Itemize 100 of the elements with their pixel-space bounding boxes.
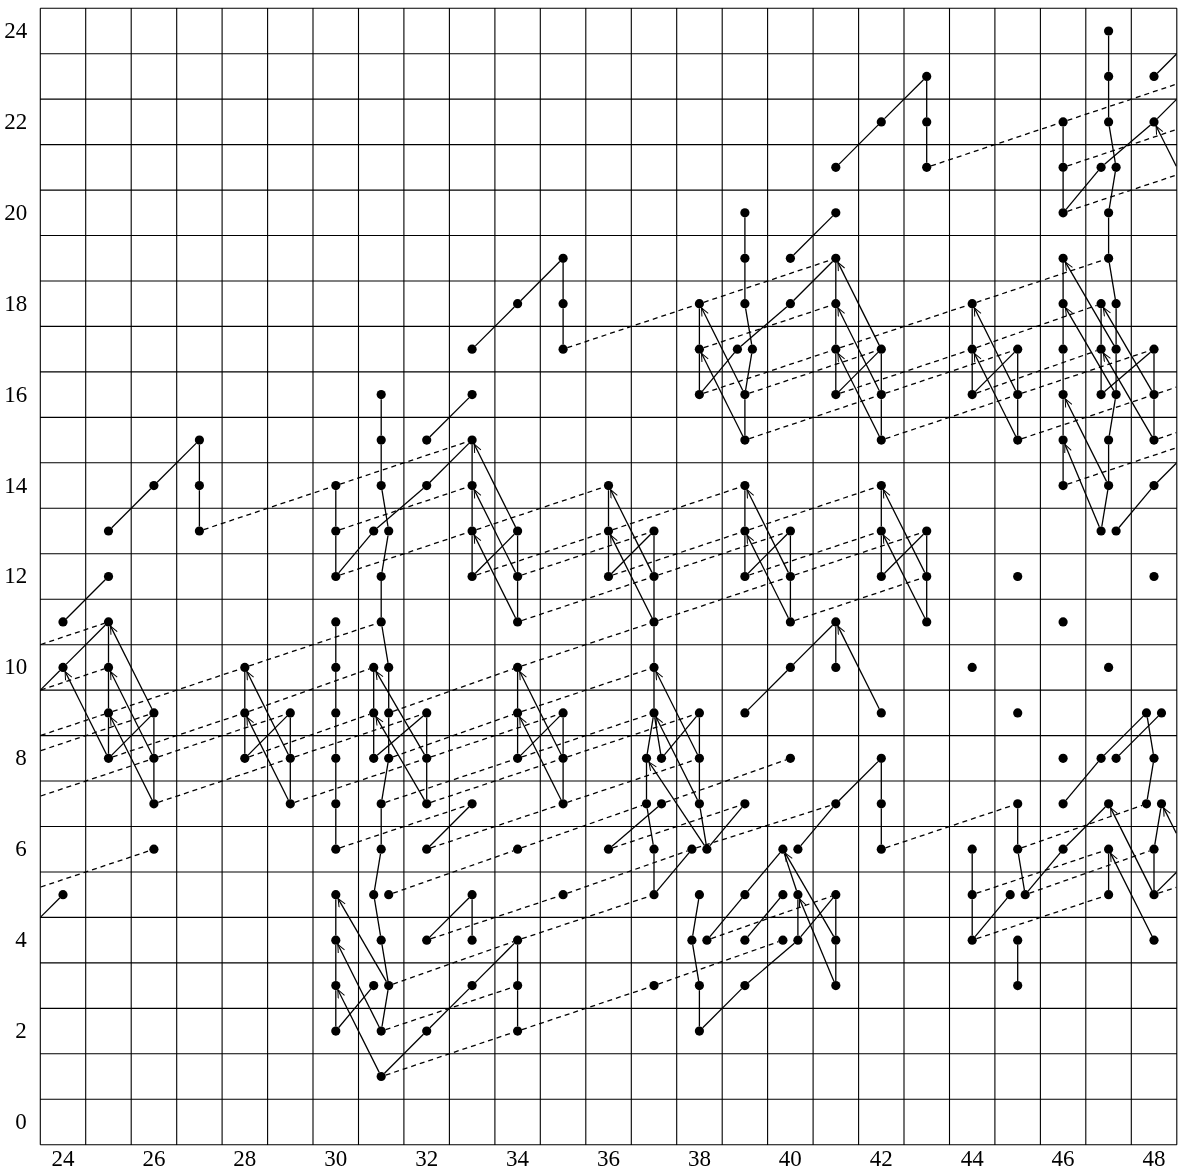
line xyxy=(380,580,382,618)
arrow xyxy=(1102,307,1153,392)
axis-tick-label: 20 xyxy=(4,199,28,226)
dot xyxy=(831,162,841,172)
arrow xyxy=(337,898,388,983)
arrow xyxy=(746,534,789,619)
dot xyxy=(649,526,659,536)
line xyxy=(971,353,973,391)
dot xyxy=(785,526,795,536)
dot xyxy=(1058,253,1068,263)
arrow xyxy=(1064,261,1115,346)
dot xyxy=(240,708,250,718)
dot xyxy=(702,935,712,945)
line xyxy=(744,534,746,573)
arrow xyxy=(655,670,699,755)
line xyxy=(1062,444,1064,482)
line xyxy=(381,944,389,982)
dot xyxy=(649,981,659,991)
dot xyxy=(513,299,523,309)
arrow xyxy=(837,307,880,392)
line xyxy=(335,807,337,846)
dot xyxy=(558,253,568,263)
dot xyxy=(558,753,568,763)
line xyxy=(516,671,519,709)
dashed-line xyxy=(566,850,689,894)
line xyxy=(744,353,753,391)
line xyxy=(1062,125,1064,164)
line xyxy=(1027,852,1061,892)
dot xyxy=(694,390,704,400)
line xyxy=(838,760,879,802)
arrow xyxy=(375,716,426,801)
dot xyxy=(740,435,750,445)
dot xyxy=(967,662,977,672)
line xyxy=(1103,351,1152,393)
dot xyxy=(1104,71,1114,81)
line xyxy=(656,852,690,892)
dot xyxy=(831,390,841,400)
line xyxy=(516,580,519,618)
line xyxy=(383,1033,425,1074)
dot xyxy=(694,753,704,763)
dot xyxy=(422,435,432,445)
dot xyxy=(1104,799,1114,809)
arrow xyxy=(973,307,1017,392)
dot xyxy=(694,299,704,309)
line xyxy=(1062,307,1064,346)
dot xyxy=(603,844,614,854)
line xyxy=(1103,715,1144,756)
dashed-line xyxy=(392,850,514,894)
dot xyxy=(467,435,477,445)
dot xyxy=(740,890,750,900)
axis-tick-label: 36 xyxy=(597,1145,620,1172)
dot xyxy=(740,799,750,809)
dot xyxy=(740,253,750,263)
line xyxy=(701,352,736,392)
dot xyxy=(1013,571,1023,582)
dot xyxy=(467,571,477,582)
dot xyxy=(513,526,523,536)
dot xyxy=(967,344,977,354)
dot xyxy=(687,935,697,945)
line xyxy=(1156,98,1177,120)
line xyxy=(338,533,372,574)
line xyxy=(1100,307,1102,346)
arrow xyxy=(609,489,653,574)
dot xyxy=(149,481,159,491)
dashed-line xyxy=(248,713,371,758)
dot xyxy=(876,708,886,718)
line xyxy=(607,489,610,528)
arrow xyxy=(246,716,289,801)
dot xyxy=(1149,390,1159,400)
dot xyxy=(376,435,386,445)
dot xyxy=(558,890,568,900)
dot xyxy=(1013,708,1023,718)
dot xyxy=(1005,890,1015,900)
line xyxy=(692,898,700,937)
line xyxy=(1101,489,1109,528)
line xyxy=(1115,307,1117,346)
dot xyxy=(1149,571,1159,582)
dot xyxy=(1149,935,1159,945)
arrow xyxy=(109,670,153,755)
dashed-line xyxy=(975,350,1098,394)
line xyxy=(792,624,834,665)
line xyxy=(789,534,792,573)
line xyxy=(1153,853,1155,891)
line xyxy=(1100,353,1102,391)
dot xyxy=(785,753,795,763)
dot xyxy=(967,935,977,945)
line xyxy=(747,942,796,984)
dot xyxy=(876,117,886,127)
dot xyxy=(422,844,432,854)
line xyxy=(926,534,928,573)
line xyxy=(426,716,428,755)
line xyxy=(1108,171,1116,209)
line xyxy=(471,898,473,937)
dot xyxy=(1104,844,1114,854)
line xyxy=(838,351,879,393)
dot xyxy=(58,662,68,672)
line xyxy=(789,580,792,618)
dashed-line xyxy=(248,668,371,712)
dot xyxy=(376,617,386,627)
line xyxy=(516,716,519,755)
